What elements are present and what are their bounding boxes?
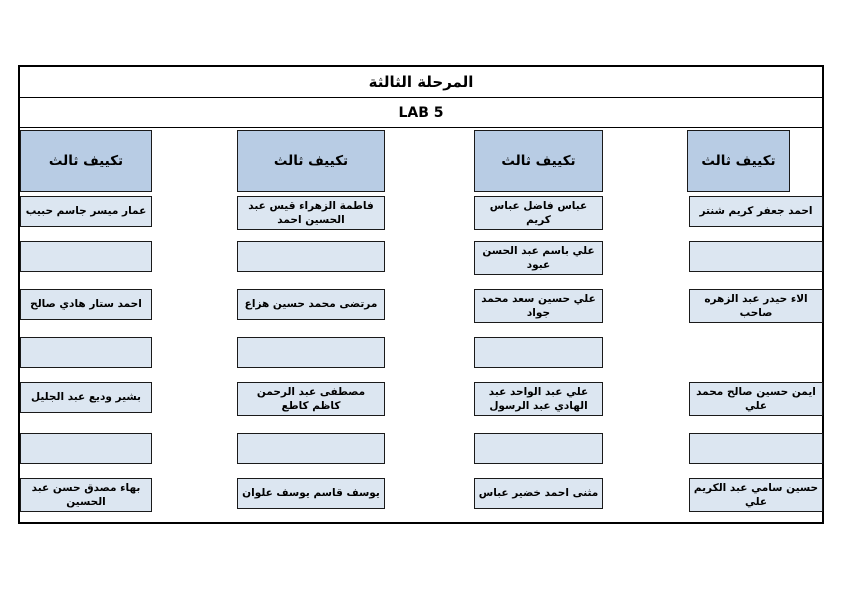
empty-cell — [20, 337, 152, 368]
student-name-cell: ايمن حسين صالح محمد علي — [689, 382, 823, 417]
student-name-cell: علي باسم عبد الحسن عبود — [474, 241, 603, 276]
student-name-cell: عمار ميسر جاسم حبيب — [20, 196, 152, 227]
student-name-cell: حسين سامي عبد الكريم علي — [689, 478, 823, 513]
schedule-table: المرحلة الثالثة LAB 5 تكييف ثالث احمد جعف… — [18, 65, 824, 524]
student-name-cell: احمد ستار هادي صالح — [20, 289, 152, 320]
student-name-cell: فاطمة الزهراء قيس عبد الحسين احمد — [237, 196, 385, 231]
empty-cell — [237, 433, 385, 464]
student-name-cell: يوسف قاسم يوسف علوان — [237, 478, 385, 509]
empty-cell — [689, 433, 823, 464]
column-header: تكييف ثالث — [237, 130, 385, 192]
empty-cell — [20, 433, 152, 464]
column-header: تكييف ثالث — [687, 130, 790, 192]
student-name-cell: مثنى احمد خضير عباس — [474, 478, 603, 509]
student-name-cell: الاء حيدر عبد الزهره صاحب — [689, 289, 823, 324]
stage-title-row: المرحلة الثالثة — [20, 67, 822, 98]
empty-cell — [237, 241, 385, 272]
student-name-cell: مصطفى عبد الرحمن كاظم كاطع — [237, 382, 385, 417]
student-name-cell: بهاء مصدق حسن عبد الحسين — [20, 478, 152, 513]
empty-cell — [474, 337, 603, 368]
stage-title: المرحلة الثالثة — [368, 73, 474, 91]
empty-cell — [20, 241, 152, 272]
empty-cell — [237, 337, 385, 368]
columns-area: تكييف ثالث احمد جعفر كريم شنتر الاء حيدر ع… — [20, 128, 823, 522]
student-name-cell: علي عبد الواحد عبد الهادي عبد الرسول — [474, 382, 603, 417]
lab-title-row: LAB 5 — [20, 98, 822, 128]
column-header: تكييف ثالث — [20, 130, 152, 192]
empty-cell — [689, 241, 823, 272]
student-name-cell: عباس فاضل عباس كريم — [474, 196, 603, 231]
student-name-cell: علي حسين سعد محمد جواد — [474, 289, 603, 324]
lab-title: LAB 5 — [398, 104, 444, 121]
empty-cell — [474, 433, 603, 464]
student-name-cell: بشير وديع عبد الجليل — [20, 382, 152, 413]
column-header: تكييف ثالث — [474, 130, 603, 192]
student-name-cell: احمد جعفر كريم شنتر — [689, 196, 823, 227]
student-name-cell: مرتضى محمد حسين هزاع — [237, 289, 385, 320]
